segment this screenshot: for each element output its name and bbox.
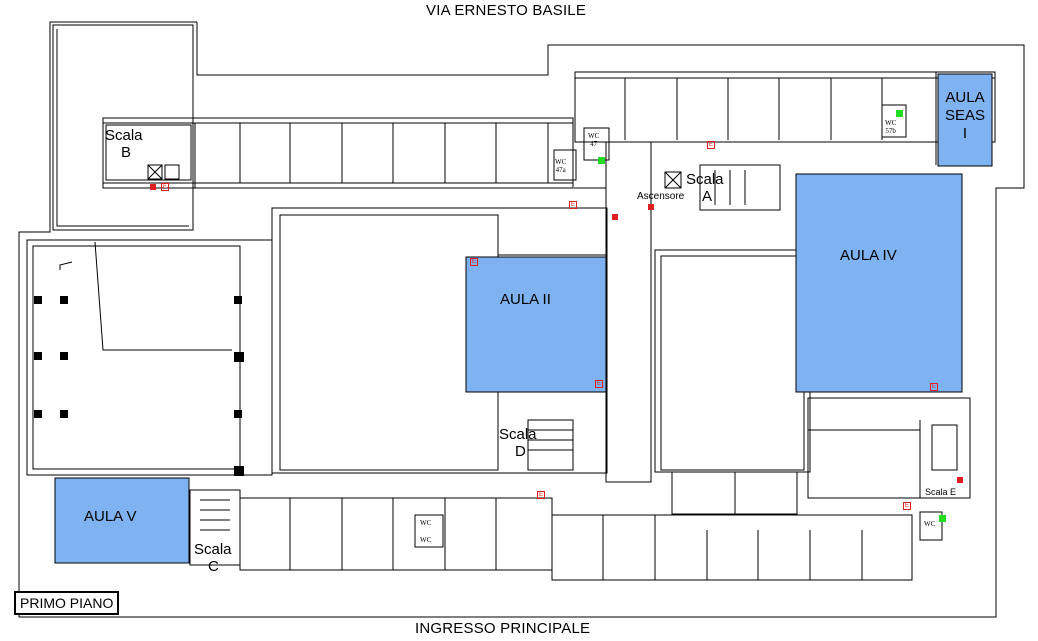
south-wing-right <box>551 514 913 581</box>
stair-c-word: Scala <box>194 541 232 558</box>
site-boundary <box>18 21 1025 618</box>
extinguisher-marker: E <box>595 380 604 388</box>
floor-label: PRIMO PIANO <box>14 591 120 615</box>
stair-a-label: Scala A <box>686 171 724 205</box>
east-hall <box>654 249 811 473</box>
north-tower <box>52 24 194 231</box>
wc-east-label: WC <box>924 520 936 528</box>
stair-a-letter: A <box>702 188 713 205</box>
aula-seas-line-1: AULA <box>945 89 985 106</box>
wc-57b-word: WC <box>885 119 897 127</box>
stair-a-block <box>699 164 781 211</box>
stair-d-letter: D <box>515 443 526 460</box>
wc-47a-number: 47a <box>555 166 566 174</box>
extinguisher-marker: E <box>569 201 578 209</box>
wc-south-2-label: WC <box>420 536 432 544</box>
east-lower-block <box>807 397 971 499</box>
aula-iv-fill <box>795 173 963 393</box>
south-wing-left <box>239 497 553 571</box>
elevator-shaft <box>664 171 682 189</box>
stair-a-word: Scala <box>686 171 724 188</box>
extinguisher-marker: E <box>707 141 716 149</box>
wc-south-1-label: WC <box>420 519 432 527</box>
aula-v-fill <box>54 477 190 564</box>
aula-iv-label: AULA IV <box>840 247 897 264</box>
wc-47a-word: WC <box>555 158 567 166</box>
central-hall <box>271 207 608 474</box>
stair-e-label: Scala E <box>925 487 957 497</box>
extinguisher-marker: E <box>470 258 479 266</box>
stair-c-block <box>189 489 241 566</box>
north-wing-left <box>102 117 574 189</box>
wc-47-label: WC 47 <box>588 132 599 148</box>
stair-d-label: Scala D <box>499 426 537 460</box>
stair-d-block <box>527 419 574 471</box>
extinguisher-marker: E <box>537 491 546 499</box>
extinguisher-marker: E <box>903 502 912 510</box>
aula-v-label: AULA V <box>84 508 137 525</box>
street-label-south: INGRESSO PRINCIPALE <box>415 620 591 637</box>
wc-47-number: 47 <box>590 140 598 148</box>
stair-b-word: Scala <box>105 127 143 144</box>
aula-seas-line-2: SEAS <box>944 107 986 124</box>
stair-c-label: Scala C <box>194 541 232 575</box>
wc-47-word: WC <box>588 132 600 140</box>
wc-47a-label: WC 47a <box>555 158 566 174</box>
aula-seas-fill <box>937 73 993 167</box>
stair-b-label: Scala B <box>105 127 143 161</box>
aula-ii-fill <box>465 256 607 393</box>
extinguisher-marker: E <box>930 383 939 391</box>
extinguisher-marker: E <box>161 183 170 191</box>
stair-b-block <box>105 124 192 181</box>
stair-c-letter: C <box>208 558 219 575</box>
wc-57b-number: 57b <box>885 127 896 135</box>
wc-57b-label: WC 57b <box>885 119 896 135</box>
elevator-label: Ascensore <box>637 191 685 202</box>
aula-ii-label: AULA II <box>500 291 551 308</box>
stair-b-letter: B <box>121 144 132 161</box>
street-label-north: VIA ERNESTO BASILE <box>426 2 587 19</box>
aula-seas-label: AULA SEAS I <box>938 89 992 143</box>
aula-seas-line-3: I <box>962 125 968 142</box>
stair-d-word: Scala <box>499 426 537 443</box>
north-wing-right <box>574 71 996 143</box>
